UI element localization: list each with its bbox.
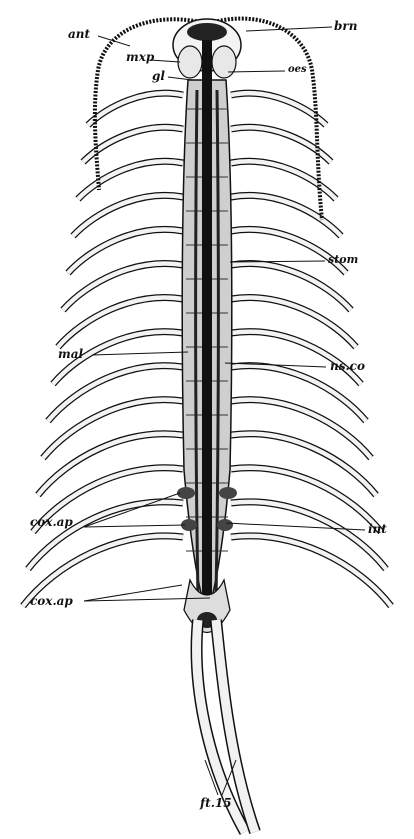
- label-cox-ap-upper: cox.ap: [30, 516, 73, 528]
- leg-left-9-fill: [48, 366, 183, 421]
- label-mxp: mxp: [126, 51, 154, 63]
- leg-right-9-fill: [231, 366, 366, 421]
- brain: [187, 23, 227, 41]
- label-stom: stom: [328, 254, 358, 265]
- label-brn: brn: [334, 20, 357, 32]
- coxal-gland-right-1: [219, 487, 237, 499]
- coxal-gland-right-2: [217, 519, 233, 531]
- leg-left-2-fill: [83, 127, 183, 162]
- label-ft15: ft.15: [200, 797, 232, 809]
- label-gl: gl: [152, 70, 165, 82]
- maxilliped-left: [178, 46, 202, 78]
- label-int: int: [368, 523, 387, 535]
- label-ns-co: ns.co: [330, 360, 365, 372]
- label-oes: oes: [288, 65, 307, 75]
- leg-left-1-fill: [88, 93, 183, 125]
- label-ant: ant: [68, 28, 90, 40]
- label-mal: mal: [58, 348, 83, 360]
- leg-right-1-fill: [231, 93, 326, 125]
- maxilliped-right: [212, 46, 236, 78]
- label-cox-ap-lower: cox.ap: [30, 595, 73, 607]
